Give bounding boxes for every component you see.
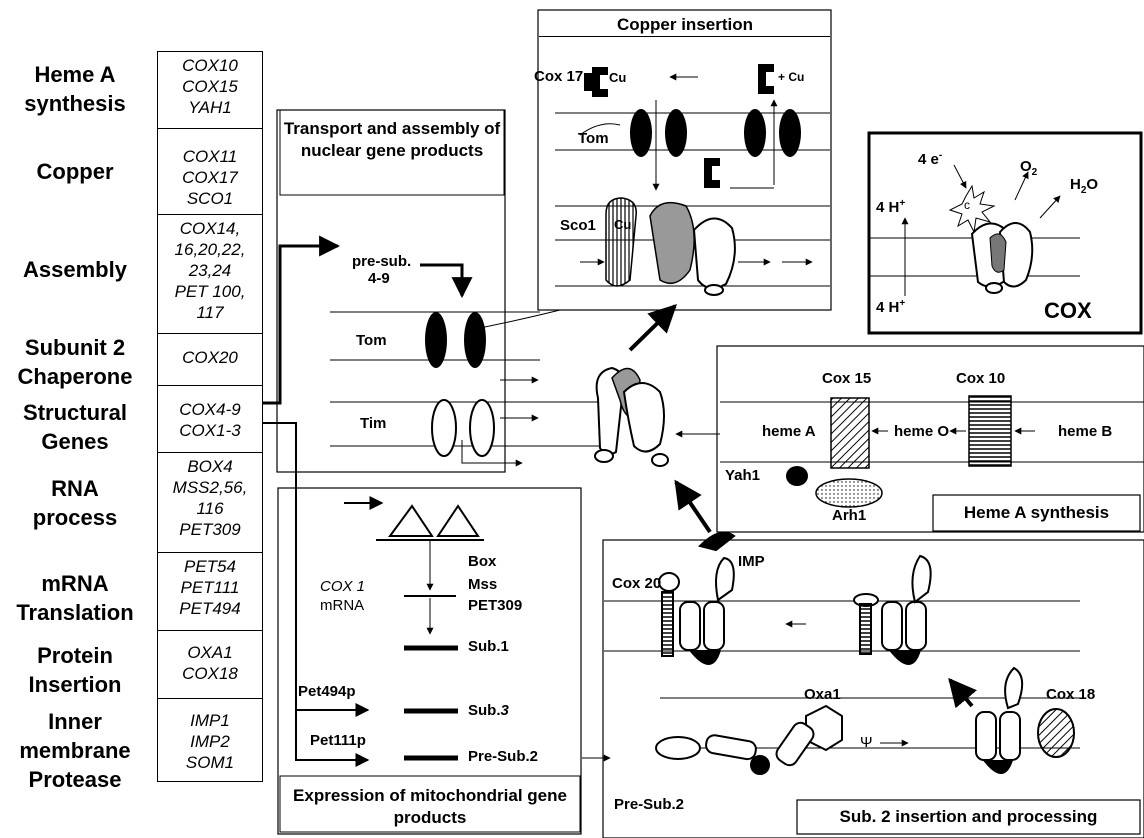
label-presub2-b: Pre-Sub.2 xyxy=(614,796,684,813)
label-presub: pre-sub. xyxy=(352,253,411,270)
label-cu: Cu xyxy=(609,70,626,85)
sub2-right xyxy=(854,556,931,664)
label-oxa1: Oxa1 xyxy=(804,686,841,703)
label-psi: Ψ xyxy=(860,734,873,751)
expression-title: Expression of mitochondrial gene product… xyxy=(280,785,580,829)
label-heme-a: heme A xyxy=(762,423,816,440)
label-c: c xyxy=(964,198,970,212)
cox-complex-right xyxy=(972,223,1032,293)
sub2-title: Sub. 2 insertion and processing xyxy=(797,806,1140,828)
label-4h-top: 4 H+ xyxy=(876,198,905,216)
label-sub1: Sub.1 xyxy=(468,638,509,655)
cox-title: COX xyxy=(1044,298,1092,324)
label-cox17: Cox 17 xyxy=(534,68,583,85)
label-h2o: H2O xyxy=(1070,176,1098,196)
cox18-complex xyxy=(976,668,1074,773)
label-cox18: Cox 18 xyxy=(1046,686,1095,703)
label-heme-o: heme O xyxy=(894,423,949,440)
label-mss: Mss xyxy=(468,576,497,593)
label-4e: 4 e- xyxy=(918,150,942,168)
label-presub-range: 4-9 xyxy=(368,270,390,287)
sco1-complex xyxy=(606,198,735,295)
label-cox20: Cox 20 xyxy=(612,575,661,592)
label-arh1: Arh1 xyxy=(832,507,866,524)
label-heme-b: heme B xyxy=(1058,423,1112,440)
label-sub3: Sub.3 xyxy=(468,702,509,719)
label-pet309: PET309 xyxy=(468,597,522,614)
label-cox10: Cox 10 xyxy=(956,370,1005,387)
label-tim: Tim xyxy=(360,415,386,432)
sub2-left xyxy=(659,533,734,664)
label-imp: IMP xyxy=(738,553,765,570)
label-4h-bottom: 4 H+ xyxy=(876,298,905,316)
label-tom-copper: Tom xyxy=(578,130,609,147)
label-presub2: Pre-Sub.2 xyxy=(468,748,538,765)
label-plus-cu: + Cu xyxy=(778,70,804,84)
label-cox1: COX 1 xyxy=(320,578,365,595)
label-cu-sco1: Cu xyxy=(614,217,631,232)
label-tom: Tom xyxy=(356,332,387,349)
transport-title: Transport and assembly of nuclear gene p… xyxy=(280,118,504,162)
label-mrna: mRNA xyxy=(320,597,364,614)
copper-title: Copper insertion xyxy=(540,14,830,36)
label-o2: O2 xyxy=(1020,158,1037,178)
presub2-insertion xyxy=(656,706,842,774)
label-pet494p: Pet494p xyxy=(298,683,356,700)
label-sco1: Sco1 xyxy=(560,217,596,234)
cox-complex-center xyxy=(595,368,668,466)
label-cox15: Cox 15 xyxy=(822,370,871,387)
label-yah1: Yah1 xyxy=(725,467,760,484)
heme-title: Heme A synthesis xyxy=(933,502,1140,524)
label-box: Box xyxy=(468,553,496,570)
label-pet111p: Pet111p xyxy=(310,732,366,749)
